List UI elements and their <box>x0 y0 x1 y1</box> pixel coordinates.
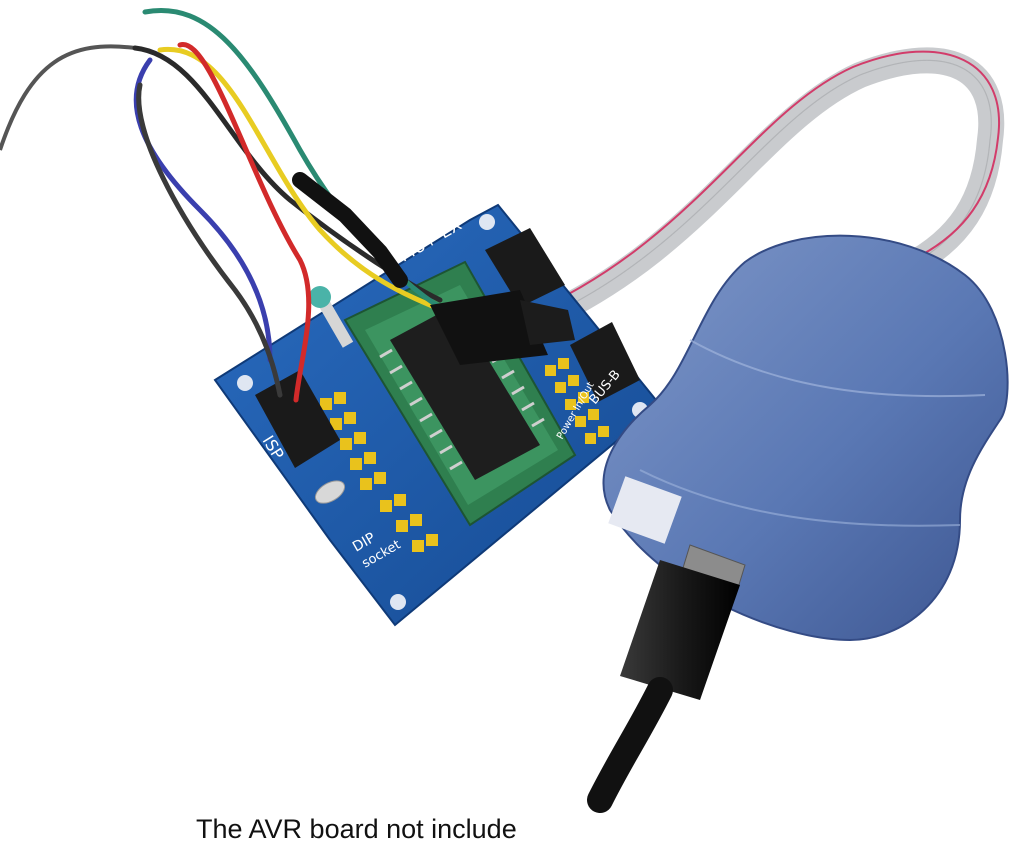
gray-cable <box>0 44 136 151</box>
dip-chip <box>390 305 540 480</box>
top-box-header <box>485 228 565 307</box>
audio-jack-plug <box>292 172 408 288</box>
bus-b-header <box>570 322 640 402</box>
dupont-connector <box>430 290 548 365</box>
jumper-wires <box>132 8 473 403</box>
capacitor <box>309 286 331 308</box>
usb-programmer <box>602 234 1009 642</box>
ribbon-idc-connector <box>520 300 575 345</box>
pin-header-left <box>320 392 438 552</box>
programmer-label-sticker <box>608 476 682 544</box>
caption-text: The AVR board not include <box>196 814 517 844</box>
avr-board: M48+ EX ISP DIP socket BUS-B Power In/Ou… <box>213 203 662 627</box>
zif-lever <box>318 300 354 348</box>
crystal <box>314 480 346 504</box>
ribbon-cable <box>522 47 1005 335</box>
usb-cable <box>587 560 740 813</box>
isp-header <box>255 370 340 468</box>
pin-header-right <box>545 358 609 444</box>
